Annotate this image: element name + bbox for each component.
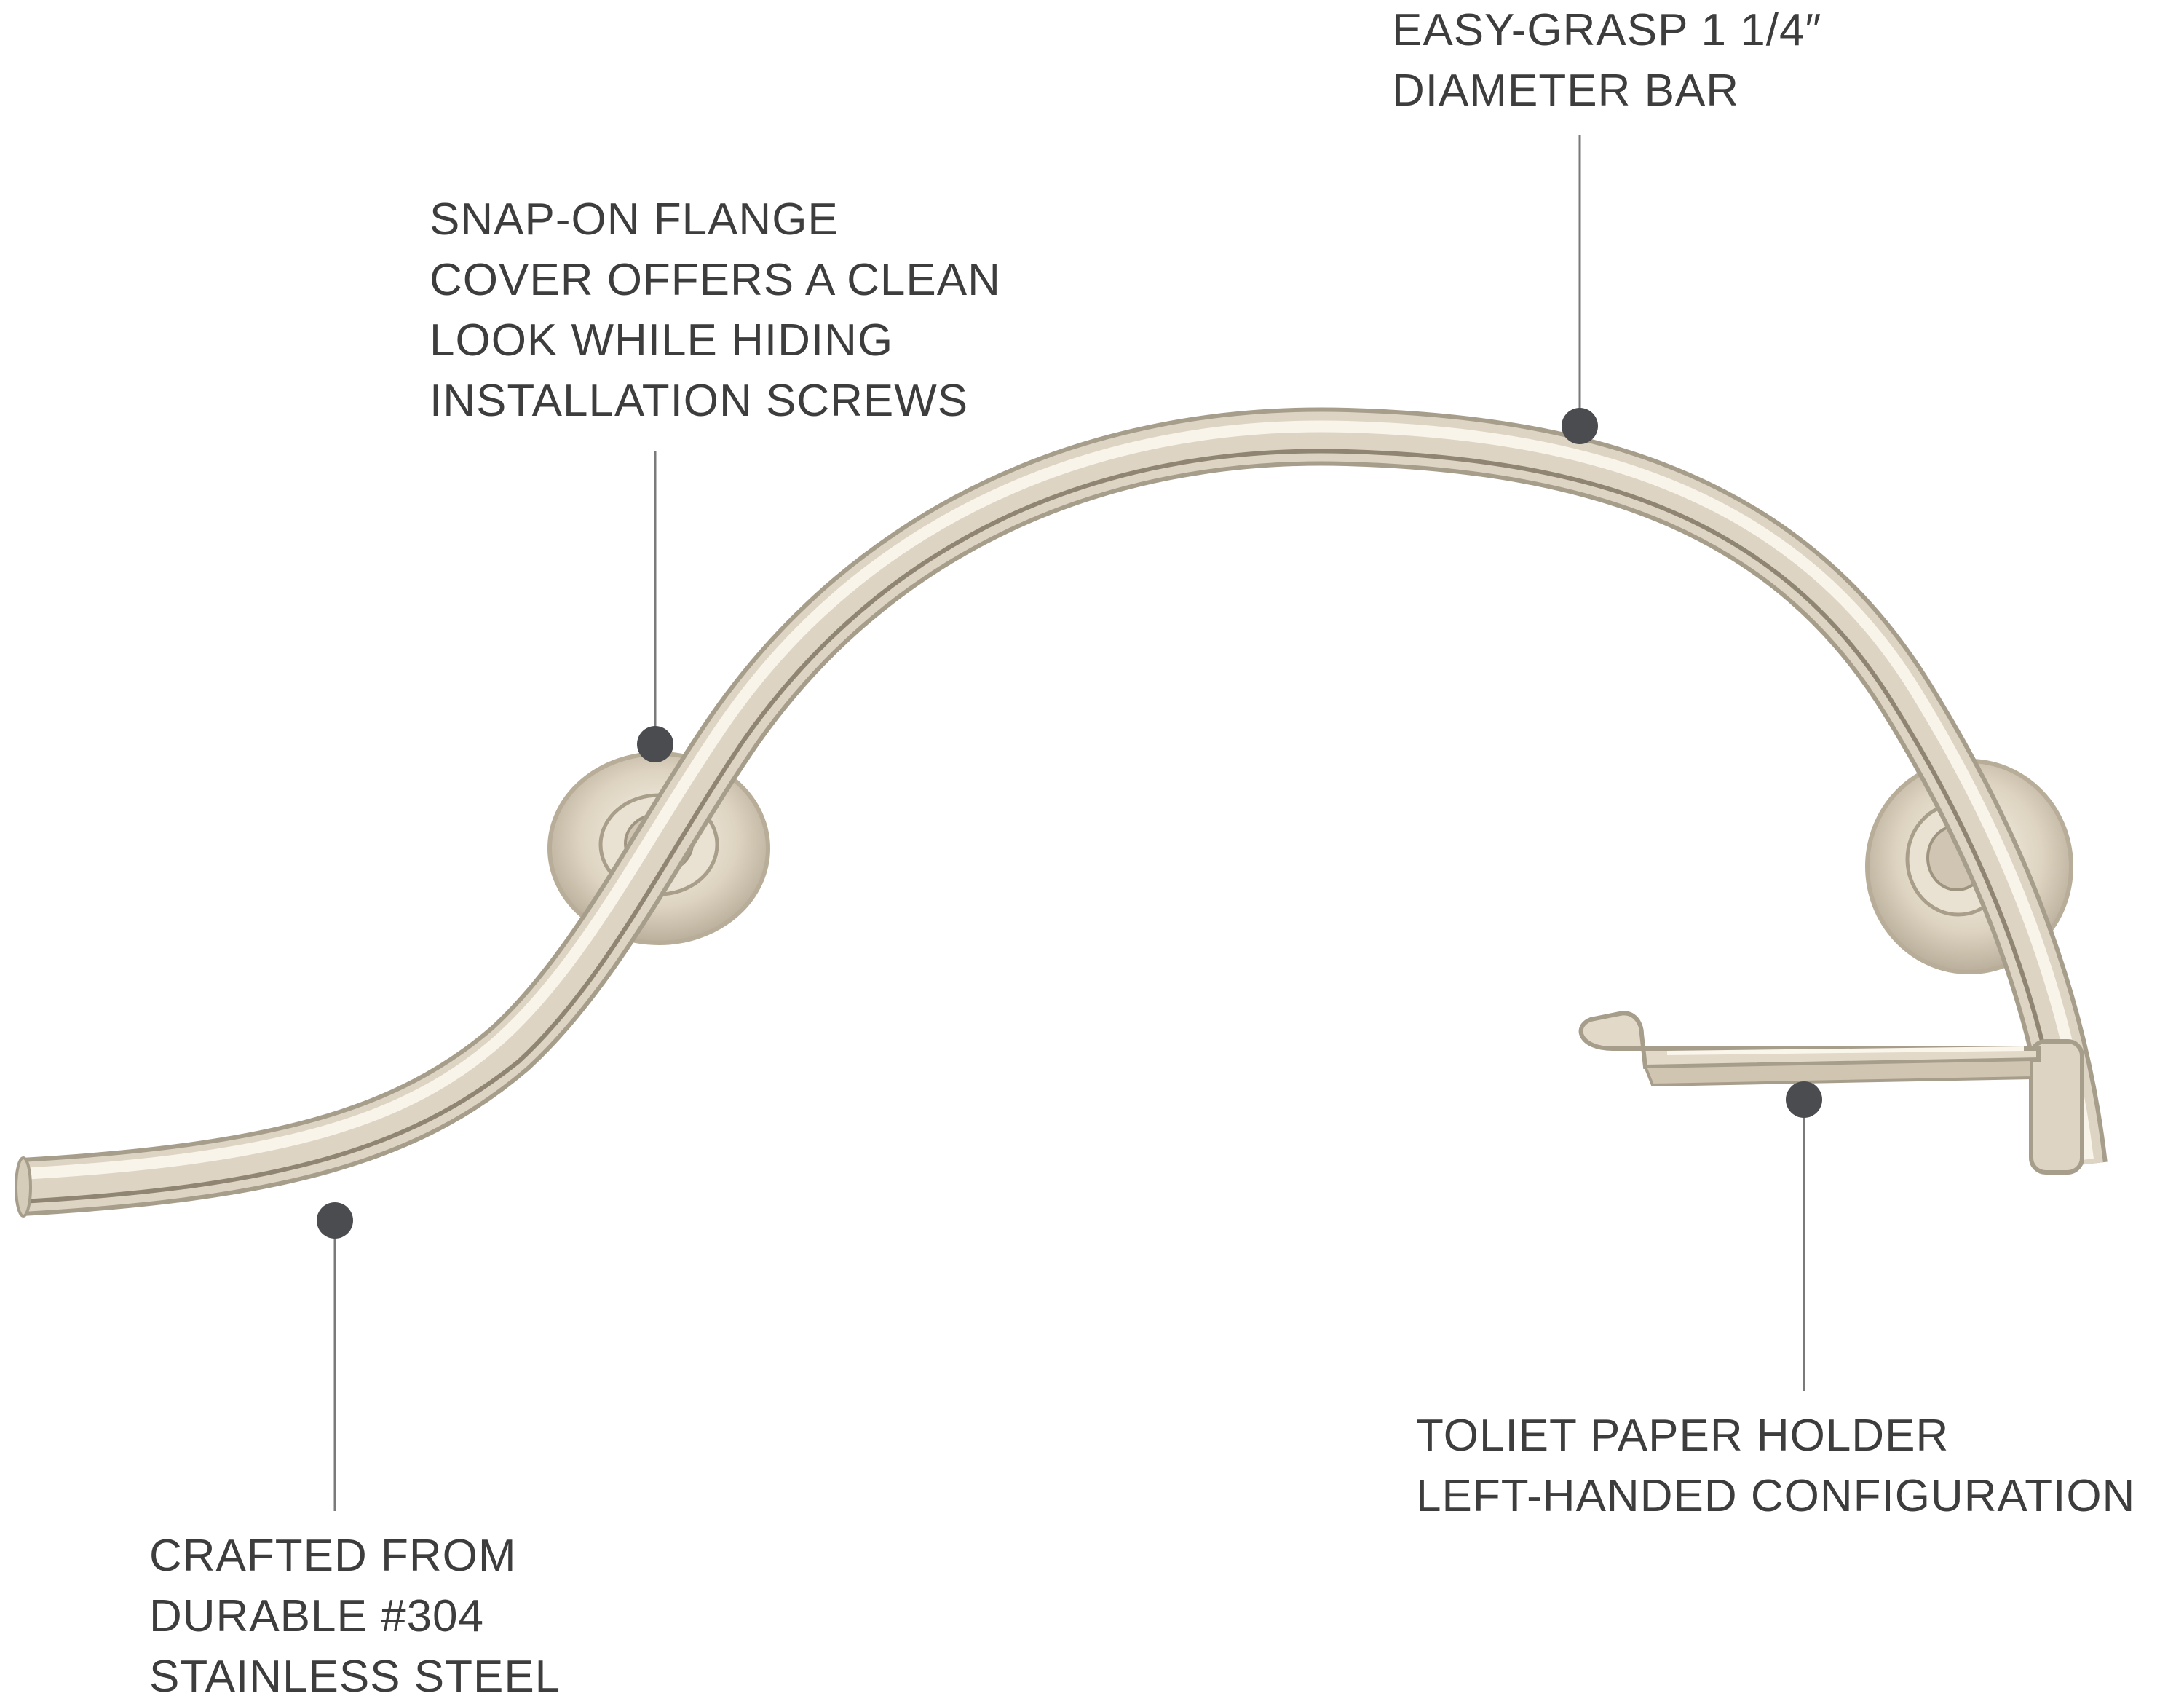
- leader-lines: [333, 135, 1805, 1511]
- callout-material-line-1: CRAFTED FROM: [149, 1531, 517, 1581]
- callout-flange-line-3: LOOK WHILE HIDING: [430, 315, 894, 366]
- paper-holder-arm: [1578, 1011, 2084, 1175]
- callout-material-line-3: STAINLESS STEEL: [149, 1652, 561, 1702]
- callout-paper-holder: TOLIET PAPER HOLDER LEFT-HANDED CONFIGUR…: [1416, 1405, 2135, 1526]
- callout-diameter-line-1: EASY-GRASP 1 1/4″: [1392, 5, 1822, 55]
- callout-paper-holder-line-2: LEFT-HANDED CONFIGURATION: [1416, 1471, 2136, 1521]
- callout-paper-holder-line-1: TOLIET PAPER HOLDER: [1416, 1411, 1950, 1461]
- callout-material: CRAFTED FROM DURABLE #304 STAINLESS STEE…: [149, 1526, 561, 1704]
- callout-material-line-2: DURABLE #304: [149, 1591, 485, 1641]
- callout-flange-line-1: SNAP-ON FLANGE: [430, 194, 839, 245]
- callout-diameter: EASY-GRASP 1 1/4″ DIAMETER BAR: [1392, 0, 1821, 121]
- callout-flange-line-4: INSTALLATION SCREWS: [430, 376, 969, 426]
- callout-flange: SNAP-ON FLANGE COVER OFFERS A CLEAN LOOK…: [430, 189, 1001, 431]
- dot-marker-icon: [317, 1202, 353, 1239]
- dot-marker-icon: [1786, 1081, 1822, 1118]
- grab-bar-tube: [15, 407, 2108, 1218]
- dot-marker-icon: [1562, 408, 1598, 444]
- callout-diameter-line-2: DIAMETER BAR: [1392, 66, 1740, 116]
- callout-flange-line-2: COVER OFFERS A CLEAN: [430, 255, 1001, 305]
- dot-marker-icon: [637, 726, 673, 762]
